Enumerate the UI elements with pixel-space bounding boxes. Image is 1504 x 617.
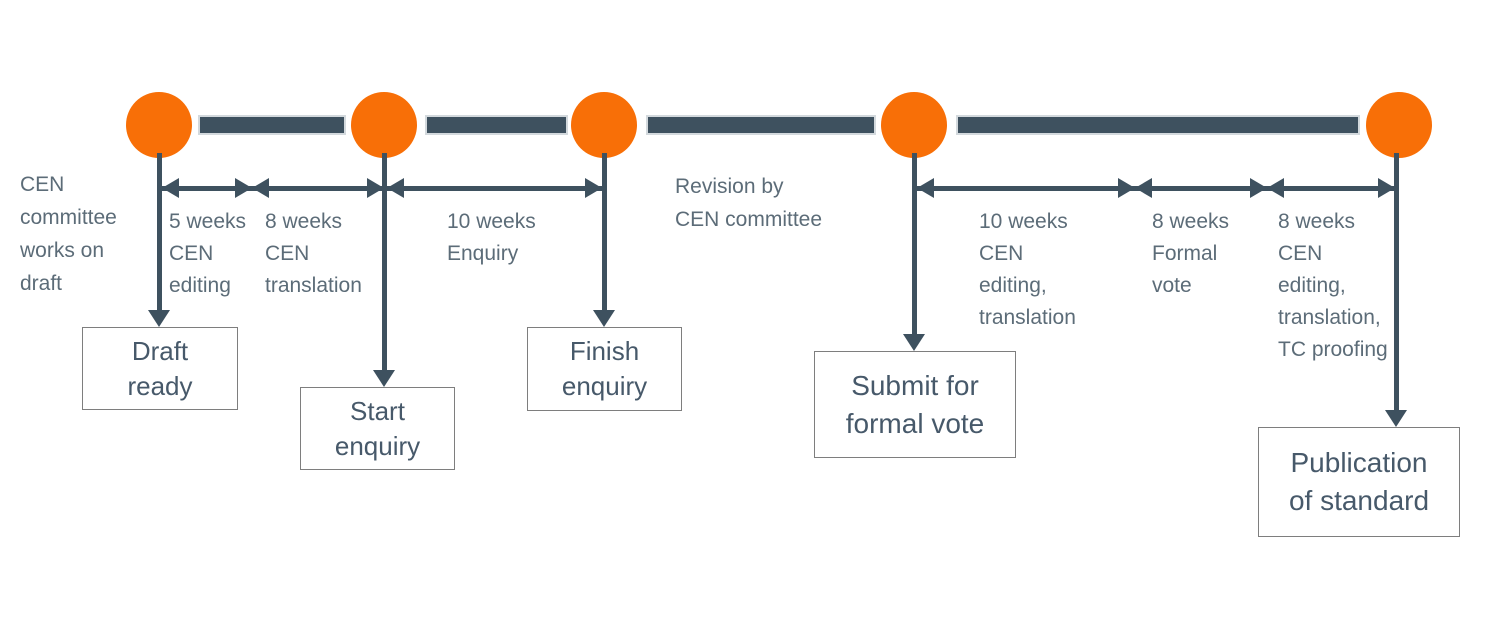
milestone-box-start-enquiry: Start enquiry — [300, 387, 455, 470]
drop-arrowhead-1 — [148, 310, 170, 327]
note-revision-by-cen-committee: Revision by CEN committee — [675, 175, 823, 231]
duration-label-cen-translation: 8 weeks CEN translation — [265, 210, 362, 297]
milestone-dot-1 — [126, 92, 192, 158]
drop-arrowhead-4 — [903, 334, 925, 351]
milestone-box-submit-for-formal-vote: Submit for formal vote — [814, 351, 1016, 458]
duration-arrow-proofing-right-arrowhead — [1378, 178, 1395, 198]
duration-arrow-enquiry-left-arrowhead — [387, 178, 404, 198]
milestone-dot-3 — [571, 92, 637, 158]
milestone-box-publication-of-standard: Publication of standard — [1258, 427, 1460, 537]
duration-arrow-editing-translation-line — [917, 186, 1135, 191]
duration-arrow-editing-left-arrowhead — [162, 178, 179, 198]
timeline-bar-1 — [198, 115, 346, 135]
duration-arrow-editing-right-arrowhead — [235, 178, 252, 198]
duration-arrow-editing-line — [162, 186, 252, 191]
duration-arrow-translation-line — [252, 186, 384, 191]
milestone-dot-2 — [351, 92, 417, 158]
drop-line-2 — [382, 153, 387, 375]
duration-label-cen-editing: 5 weeks CEN editing — [169, 210, 247, 297]
duration-arrow-formal-vote-right-arrowhead — [1250, 178, 1267, 198]
duration-arrow-translation-right-arrowhead — [367, 178, 384, 198]
duration-arrow-formal-vote-line — [1135, 186, 1267, 191]
duration-arrow-proofing-line — [1267, 186, 1395, 191]
duration-arrow-enquiry-right-arrowhead — [585, 178, 602, 198]
milestone-dot-4 — [881, 92, 947, 158]
duration-label-formal-vote: 8 weeks Formal vote — [1152, 210, 1230, 297]
timeline-bar-3 — [646, 115, 876, 135]
drop-line-5 — [1394, 153, 1399, 415]
duration-arrow-translation-left-arrowhead — [252, 178, 269, 198]
drop-line-4 — [912, 153, 917, 339]
duration-arrow-editing-translation-left-arrowhead — [917, 178, 934, 198]
milestone-dot-5 — [1366, 92, 1432, 158]
drop-arrowhead-3 — [593, 310, 615, 327]
note-cen-committee-works-on-draft: CEN committee works on draft — [20, 173, 117, 295]
drop-line-3 — [602, 153, 607, 315]
duration-arrow-editing-translation-right-arrowhead — [1118, 178, 1135, 198]
duration-label-cen-editing-translation: 10 weeks CEN editing, translation — [979, 210, 1076, 329]
duration-arrow-proofing-left-arrowhead — [1267, 178, 1284, 198]
drop-line-1 — [157, 153, 162, 315]
duration-arrow-formal-vote-left-arrowhead — [1135, 178, 1152, 198]
duration-label-enquiry: 10 weeks Enquiry — [447, 210, 536, 265]
timeline-bar-2 — [425, 115, 568, 135]
duration-arrow-enquiry-line — [387, 186, 602, 191]
timeline-bar-4 — [956, 115, 1360, 135]
duration-label-tc-proofing: 8 weeks CEN editing, translation, TC pro… — [1278, 210, 1388, 361]
drop-arrowhead-2 — [373, 370, 395, 387]
milestone-box-draft-ready: Draft ready — [82, 327, 238, 410]
milestone-box-finish-enquiry: Finish enquiry — [527, 327, 682, 411]
drop-arrowhead-5 — [1385, 410, 1407, 427]
